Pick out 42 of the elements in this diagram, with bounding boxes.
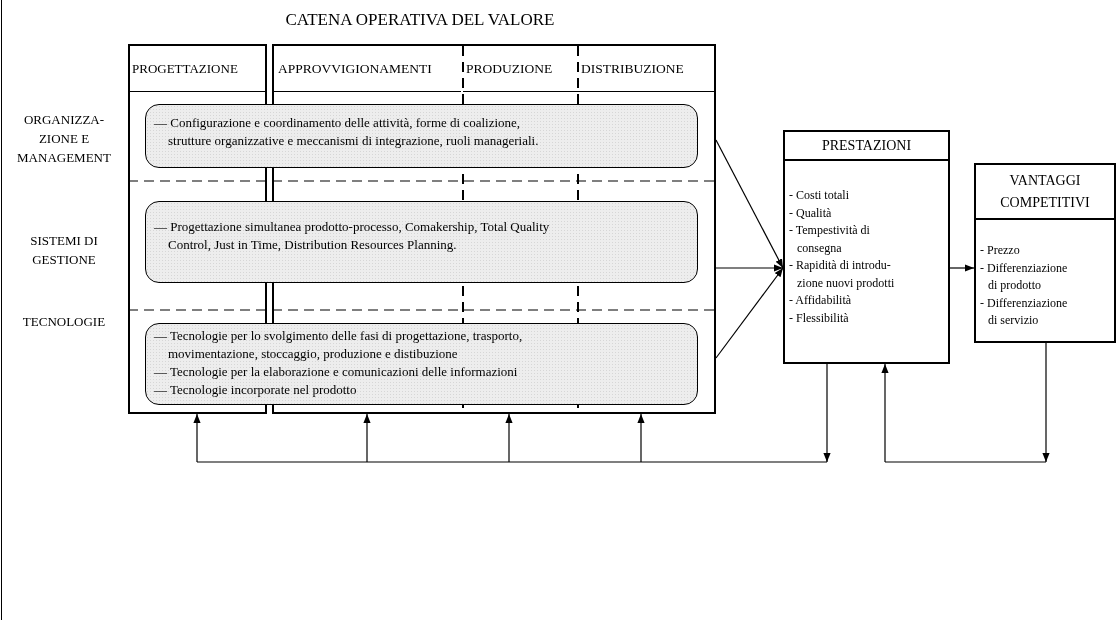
connector-line xyxy=(884,461,1047,463)
rounded-band xyxy=(145,104,698,168)
arrow xyxy=(881,363,889,463)
bullet-text: — Progettazione simultanea prodotto-processo, Comakership, Total Quality Control, Just in Time, Distribution Resources Planning. xyxy=(154,218,551,254)
column-heading: APPROVVIGIONAMENTI xyxy=(278,60,432,77)
list-item: - Rapidità di introdu- zione nuovi prodotti xyxy=(788,257,896,292)
list-item: - Qualità xyxy=(788,204,833,222)
row-label: SISTEMI DI GESTIONE xyxy=(29,232,99,269)
column-heading: DISTRIBUZIONE xyxy=(581,60,684,77)
arrow xyxy=(715,139,784,269)
process-box xyxy=(974,163,1116,343)
diagram-title: CATENA OPERATIVA DEL VALORE xyxy=(284,10,556,30)
box-heading: VANTAGGI COMPETITIVI xyxy=(999,171,1091,212)
bullet-text: — Configurazione e coordinamento delle attività, forme di coalizione, strutture organizzative e meccanismi di integrazione, ruoli manageriali. xyxy=(154,114,540,150)
list-item: - Costi totali xyxy=(788,187,850,204)
list-item: - Tempestività di consegna xyxy=(788,222,871,257)
rounded-band xyxy=(145,323,698,405)
list-item: - Differenziazione di prodotto xyxy=(979,259,1069,294)
list-item: - Prezzo xyxy=(979,242,1021,259)
process-box xyxy=(783,130,950,364)
connector-line xyxy=(196,461,828,463)
arrow xyxy=(823,363,831,463)
rounded-band xyxy=(145,201,698,283)
list-item: - Affidabilità xyxy=(788,292,853,309)
bullet-text: — Tecnologie per lo svolgimento delle fasi di progettazione, trasporto, movimentazione, stoccaggio, produzione e distibuzione xyxy=(154,327,524,363)
arrow xyxy=(715,264,784,272)
bullet-text: — Tecnologie per la elaborazione e comunicazioni delle informazioni xyxy=(154,363,519,381)
arrow xyxy=(637,413,645,463)
box-heading: PRESTAZIONI xyxy=(821,136,912,155)
list-item: - Flessibilità xyxy=(788,309,850,327)
arrow xyxy=(949,264,975,272)
row-label: ORGANIZZA- ZIONE E MANAGEMENT xyxy=(16,111,112,167)
column-heading: PROGETTAZIONE xyxy=(132,60,238,77)
column-heading: PRODUZIONE xyxy=(466,60,553,77)
arrow xyxy=(505,413,513,463)
bullet-text: — Tecnologie incorporate nel prodotto xyxy=(154,381,358,399)
list-item: - Differenziazione di servizio xyxy=(979,294,1069,329)
row-label: TECNOLOGIE xyxy=(21,313,107,331)
arrow xyxy=(193,413,201,463)
arrow xyxy=(715,267,784,359)
arrow xyxy=(1042,342,1050,463)
arrow xyxy=(363,413,371,463)
